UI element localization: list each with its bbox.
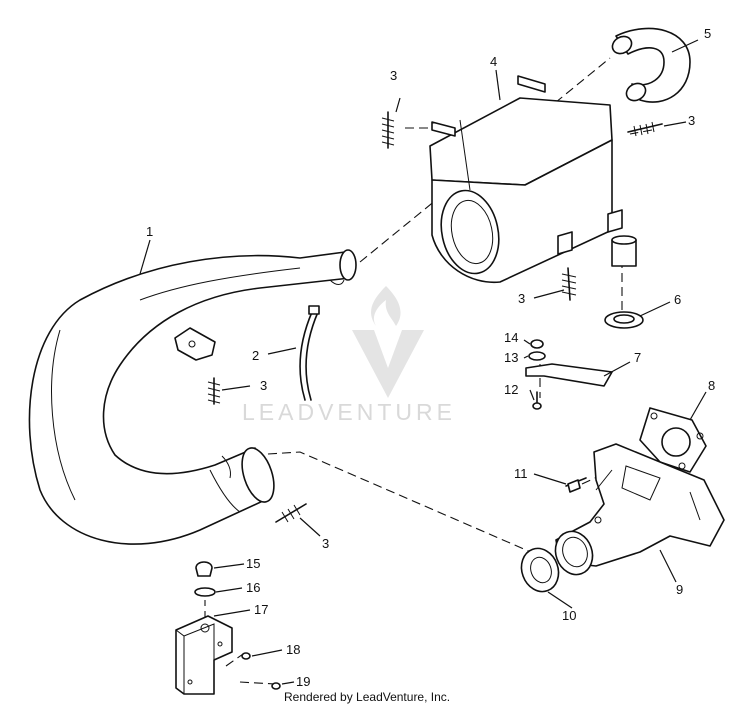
expansion-chamber-pipe xyxy=(28,249,357,545)
elbow-pipe xyxy=(611,27,691,103)
callout-1: 1 xyxy=(146,224,153,239)
callout-3-top: 3 xyxy=(390,68,397,83)
support-strap xyxy=(299,305,320,401)
silencer-box xyxy=(429,75,623,284)
watermark: LEADVENTURE xyxy=(242,286,456,425)
lower-mount-bracket xyxy=(175,615,233,695)
bracket-bolt-b xyxy=(271,682,281,690)
rendered-by-credit: Rendered by LeadVenture, Inc. xyxy=(284,690,450,704)
outlet-tube xyxy=(611,235,637,267)
callout-3-lower-left: 3 xyxy=(260,378,267,393)
seal-ring xyxy=(520,547,560,593)
callout-13: 13 xyxy=(504,350,518,365)
bracket-bolt-a xyxy=(241,652,251,660)
spring-c xyxy=(561,267,577,301)
callout-10: 10 xyxy=(562,608,576,623)
callout-labels: 1 2 3 3 3 3 3 4 5 6 7 8 9 10 11 12 13 14… xyxy=(146,26,715,689)
flame-v-logo-icon xyxy=(352,286,424,398)
rubber-mount xyxy=(195,561,213,577)
stud xyxy=(565,477,587,493)
callout-15: 15 xyxy=(246,556,260,571)
callout-3-right: 3 xyxy=(688,113,695,128)
callout-9: 9 xyxy=(676,582,683,597)
callout-3-bottom: 3 xyxy=(322,536,329,551)
watermark-brand-text: LEADVENTURE xyxy=(242,399,456,425)
callout-17: 17 xyxy=(254,602,268,617)
callout-12: 12 xyxy=(504,382,518,397)
callout-4: 4 xyxy=(490,54,497,69)
callout-11: 11 xyxy=(514,466,528,481)
callout-5: 5 xyxy=(704,26,711,41)
callout-18: 18 xyxy=(286,642,300,657)
spring-a xyxy=(381,111,395,149)
callout-19: 19 xyxy=(296,674,310,689)
leader-lines xyxy=(139,39,707,685)
callout-7: 7 xyxy=(634,350,641,365)
callout-14: 14 xyxy=(504,330,518,345)
spring-b xyxy=(627,121,663,137)
callout-16: 16 xyxy=(246,580,260,595)
grommet xyxy=(604,311,644,329)
mount-bracket-plate xyxy=(525,363,613,387)
bolt xyxy=(532,391,542,410)
mount-washer xyxy=(194,587,216,597)
spring-d xyxy=(207,377,221,405)
callout-6: 6 xyxy=(674,292,681,307)
spring-e xyxy=(275,503,307,523)
nut xyxy=(530,339,544,349)
washer xyxy=(528,351,546,361)
callout-3-middle: 3 xyxy=(518,291,525,306)
gasket xyxy=(639,407,707,473)
callout-8: 8 xyxy=(708,378,715,393)
callout-2: 2 xyxy=(252,348,259,363)
exhaust-manifold xyxy=(554,443,725,576)
